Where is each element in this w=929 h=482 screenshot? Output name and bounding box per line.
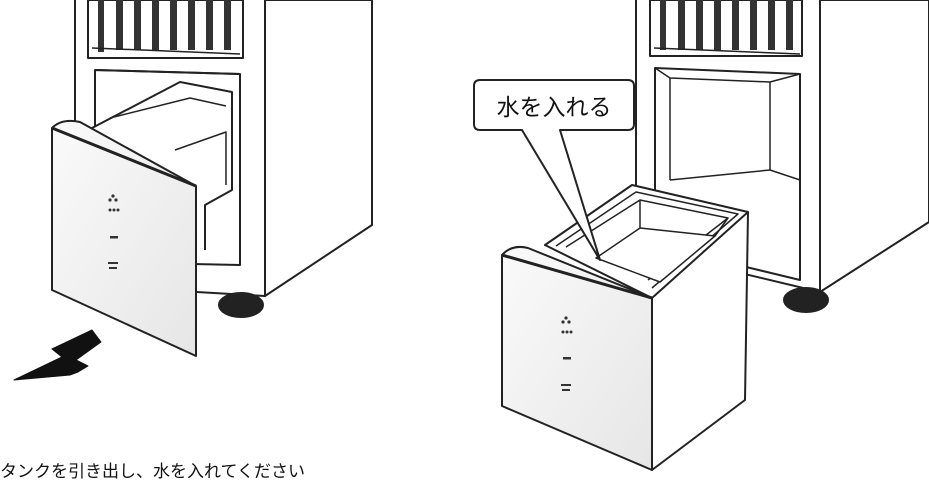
left-cooler-unit [13, 0, 373, 381]
drawer-pull-arrow-icon [13, 329, 102, 381]
left-cabinet-side [264, 0, 373, 297]
right-cabinet-side [819, 0, 929, 293]
right-tank-front-panel [501, 245, 653, 471]
caption: タンクを引き出し、水を入れてください [0, 462, 305, 482]
left-top-grille [87, 0, 244, 59]
right-cooler-unit [473, 0, 929, 471]
left-panel-indicators [108, 194, 120, 269]
callout-bubble [473, 79, 635, 261]
right-panel-indicators [561, 316, 573, 391]
right-wheel [783, 287, 829, 313]
right-top-grille [649, 0, 803, 57]
removed-water-tank [501, 184, 749, 471]
left-tank-front-panel [51, 119, 197, 357]
left-wheel [218, 292, 264, 318]
